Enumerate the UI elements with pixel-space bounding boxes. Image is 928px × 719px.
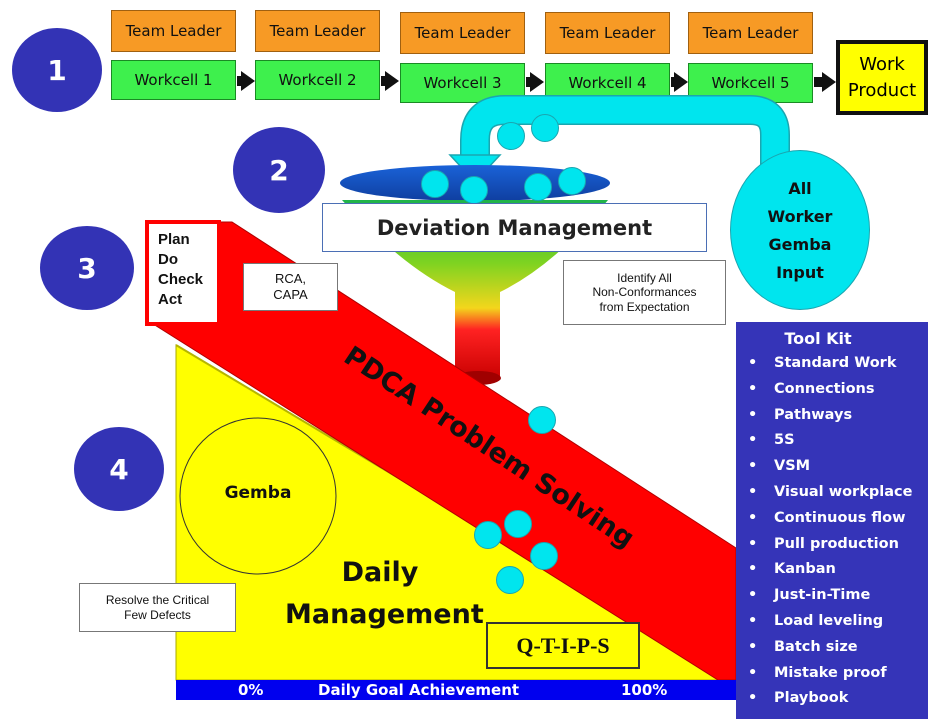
arrow-right-icon bbox=[530, 72, 544, 92]
arrow-right-icon bbox=[822, 72, 836, 92]
tool-kit-item: •Playbook bbox=[748, 690, 849, 707]
pdca-act: Act bbox=[158, 291, 183, 308]
input-dot bbox=[421, 170, 449, 198]
identify-line3: from Expectation bbox=[599, 299, 690, 314]
pdca-check: Check bbox=[158, 271, 204, 288]
input-dot bbox=[497, 122, 525, 150]
identify-line2: Non-Conformances bbox=[592, 285, 697, 300]
daily-line1: Daily bbox=[341, 557, 419, 588]
tool-kit-panel: Tool Kit •Standard Work •Connections •Pa… bbox=[736, 322, 928, 719]
tool-kit-list: •Standard Work •Connections •Pathways •5… bbox=[748, 351, 928, 712]
qtips-box: Q-T-I-P-S bbox=[486, 622, 640, 669]
work-product-line2: Product bbox=[847, 80, 917, 101]
step-4-circle: 4 bbox=[74, 427, 164, 511]
input-dot bbox=[558, 167, 586, 195]
gemba-label: Gemba bbox=[224, 483, 292, 503]
rca-line2: CAPA bbox=[273, 287, 308, 302]
arrow-right-icon bbox=[241, 71, 255, 91]
goal-start-label: 0% bbox=[238, 681, 264, 699]
goal-bar-label: Daily Goal Achievement bbox=[318, 681, 520, 699]
arrow-1-shaft bbox=[237, 76, 243, 86]
tool-kit-item: •Batch size bbox=[748, 638, 858, 655]
input-dot bbox=[496, 566, 524, 594]
tool-kit-item: •Standard Work bbox=[748, 355, 897, 371]
plan-do-check-act-box: Plan Do Check Act bbox=[145, 220, 221, 326]
tool-kit-item: •Connections bbox=[748, 380, 875, 397]
resolve-line1: Resolve the Critical bbox=[105, 593, 210, 608]
tool-kit-item: •Pathways bbox=[748, 406, 853, 423]
tool-kit-item: •5S bbox=[748, 432, 795, 449]
daily-management-label: Daily Management bbox=[285, 552, 484, 636]
all-worker-line4: Input bbox=[776, 263, 824, 282]
step-2-circle: 2 bbox=[233, 127, 325, 213]
all-worker-line1: All bbox=[788, 179, 812, 198]
tool-kit-item: •Kanban bbox=[748, 561, 836, 578]
input-dot bbox=[528, 406, 556, 434]
daily-line2: Management bbox=[285, 599, 484, 630]
tool-kit-item: •Load leveling bbox=[748, 612, 884, 629]
input-dot bbox=[474, 521, 502, 549]
resolve-critical-defects-note: Resolve the Critical Few Defects bbox=[79, 583, 236, 632]
step-3-circle: 3 bbox=[40, 226, 134, 310]
goal-end-label: 100% bbox=[621, 681, 668, 699]
tool-kit-title: Tool Kit bbox=[784, 329, 852, 348]
goal-bar-shape bbox=[176, 680, 736, 700]
work-product-line1: Work bbox=[859, 54, 905, 75]
arrow-5-shaft bbox=[814, 77, 824, 87]
tool-kit-item: •Visual workplace bbox=[748, 483, 913, 500]
input-dot bbox=[530, 542, 558, 570]
gemba-circle bbox=[179, 417, 337, 575]
identify-line1: Identify All bbox=[617, 270, 672, 285]
team-leader-5: Team Leader bbox=[688, 12, 813, 54]
rca-capa-box: RCA, CAPA bbox=[243, 263, 338, 311]
team-leader-1: Team Leader bbox=[111, 10, 236, 52]
rca-line1: RCA, bbox=[274, 271, 307, 287]
tool-kit-item: •VSM bbox=[748, 458, 811, 475]
input-dot bbox=[460, 176, 488, 204]
resolve-line2: Few Defects bbox=[124, 607, 191, 622]
workcell-1: Workcell 1 bbox=[111, 60, 236, 100]
tool-kit-item: •Just-in-Time bbox=[748, 587, 871, 604]
all-worker-line2: Worker bbox=[767, 207, 833, 226]
team-leader-3: Team Leader bbox=[400, 12, 525, 54]
tool-kit-item: •Mistake proof bbox=[748, 664, 887, 681]
arrow-4-shaft bbox=[671, 77, 675, 87]
pdca-do: Do bbox=[158, 251, 178, 268]
input-dot bbox=[524, 173, 552, 201]
all-worker-line3: Gemba bbox=[768, 235, 832, 254]
team-leader-2: Team Leader bbox=[255, 10, 380, 52]
arrow-right-icon bbox=[674, 72, 688, 92]
goal-bar: 0% Daily Goal Achievement 100% bbox=[176, 680, 736, 700]
workcell-2: Workcell 2 bbox=[255, 60, 380, 100]
work-product-box: Work Product bbox=[836, 40, 928, 115]
pdca-plan: Plan bbox=[158, 231, 190, 248]
tool-kit-item: •Continuous flow bbox=[748, 509, 906, 526]
team-leader-4: Team Leader bbox=[545, 12, 670, 54]
tool-kit-item: •Pull production bbox=[748, 535, 899, 552]
input-dot bbox=[504, 510, 532, 538]
input-dot bbox=[531, 114, 559, 142]
arrow-right-icon bbox=[385, 71, 399, 91]
identify-nonconformances-note: Identify All Non-Conformances from Expec… bbox=[563, 260, 726, 325]
step-1-circle: 1 bbox=[12, 28, 102, 112]
arrow-2-shaft bbox=[381, 76, 387, 86]
deviation-management-label: Deviation Management bbox=[322, 203, 707, 252]
all-worker-gemba-input-circle: All Worker Gemba Input bbox=[730, 150, 870, 310]
arrow-3-shaft bbox=[526, 77, 532, 87]
